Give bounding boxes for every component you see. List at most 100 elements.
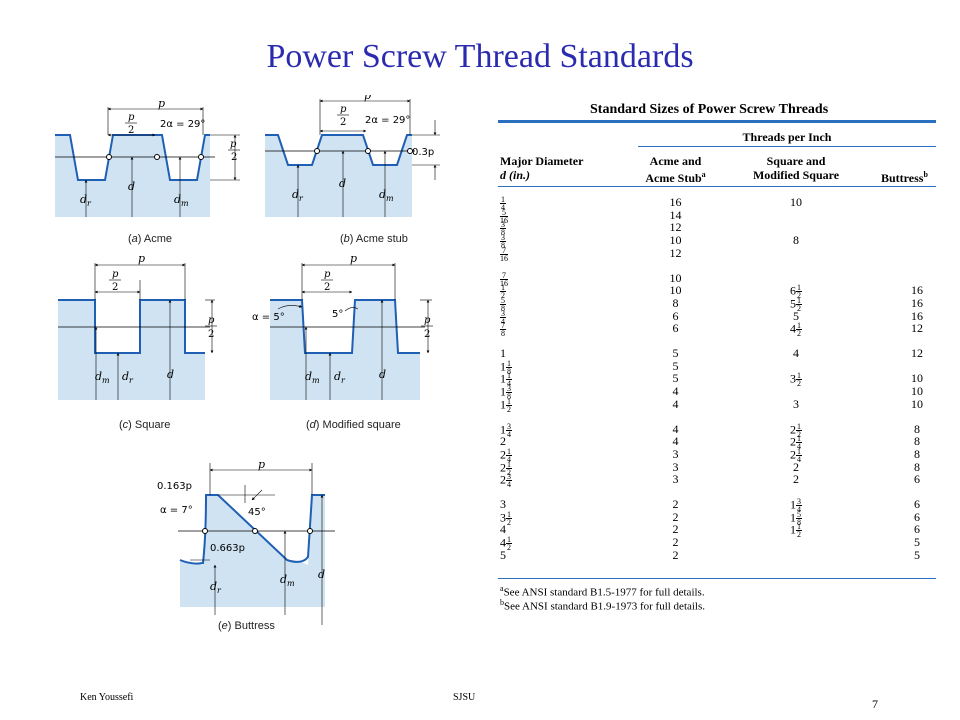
svg-text:d: d [305, 370, 312, 383]
table-cell-acme: 6 [672, 308, 679, 323]
table-cell-acme: 10 [669, 283, 682, 298]
svg-text:p: p [350, 252, 357, 265]
svg-text:d: d [292, 188, 299, 201]
table-cell-buttress: 10 [911, 384, 923, 399]
alpha-5-label: α = 5° [252, 312, 285, 323]
svg-text:r: r [87, 199, 92, 208]
svg-text:2: 2 [324, 282, 330, 293]
acme-profile: p p 2 2α = 29° p 2 d d r d m [55, 97, 240, 217]
svg-text:r: r [341, 376, 346, 385]
table-cell-square: 10 [790, 195, 802, 209]
svg-text:2: 2 [231, 152, 237, 163]
table-cell-acme: 12 [669, 245, 682, 260]
table-cell-acme: 8 [672, 295, 679, 310]
caption-square: (c) Square [119, 419, 171, 431]
table-cell-buttress: 16 [911, 308, 923, 323]
table-cell-buttress: 8 [914, 446, 920, 461]
svg-text:d: d [95, 370, 102, 383]
svg-text:2: 2 [340, 117, 346, 128]
table-cell-buttress: 16 [911, 295, 923, 310]
table-cell-buttress: 12 [911, 346, 923, 360]
svg-text:p: p [208, 315, 215, 326]
svg-text:r: r [299, 194, 304, 203]
svg-text:d: d [167, 368, 174, 381]
table-cell-buttress: 10 [911, 396, 923, 411]
svg-text:r: r [217, 586, 222, 595]
alpha-7-label: α = 7° [160, 505, 193, 516]
svg-text:m: m [181, 199, 189, 208]
table-cell-buttress: 6 [914, 509, 920, 524]
thread-profiles-diagram: p p 2 2α = 29° p 2 d d r d m p p 2 [55, 95, 440, 625]
svg-text:m: m [102, 376, 110, 385]
table-cell-acme: 12 [669, 220, 682, 235]
table-cell-buttress: 8 [914, 421, 920, 436]
buttress-profile: p 0.163p α = 7° 45° 0.663p d r d m d [157, 458, 335, 625]
table-cell-acme: 5 [672, 371, 679, 386]
footnote-a: aSee ANSI standard B1.5-1977 for full de… [500, 584, 705, 599]
footer-org: SJSU [453, 692, 476, 703]
svg-text:p: p [364, 95, 371, 102]
table-cell-acme: 3 [672, 459, 679, 474]
table-cell-acme: 2 [672, 535, 679, 550]
caption-acme: (a) Acme [128, 233, 173, 245]
svg-text:m: m [287, 579, 295, 588]
footer-author: Ken Youssefi [80, 692, 134, 703]
svg-text:d: d [280, 573, 287, 586]
col-buttress: Buttressb [881, 170, 928, 185]
square-profile: p p 2 p 2 d m d r d [58, 252, 217, 400]
footnote-b: bSee ANSI standard B1.9-1973 for full de… [500, 598, 706, 613]
table-cell-d: 3 [500, 497, 506, 511]
svg-text:r: r [129, 376, 134, 385]
svg-text:d: d [379, 368, 386, 381]
table-cell-acme: 10 [669, 233, 682, 248]
table-cell-d: 2 [500, 434, 506, 449]
acme-stub-angle-label: 2α = 29° [365, 115, 410, 126]
svg-text:d: d [334, 370, 341, 383]
page-title: Power Screw Thread Standards [266, 38, 694, 75]
table-cell-buttress: 6 [914, 497, 920, 511]
table-cell-buttress: 16 [911, 283, 923, 298]
caption-buttress: (e) Buttress [218, 620, 275, 632]
table-cell-buttress: 8 [914, 434, 920, 449]
svg-text:p: p [128, 112, 135, 123]
buttress-top-label: 0.163p [157, 481, 192, 492]
svg-text:p: p [424, 315, 431, 326]
svg-text:p: p [324, 269, 331, 280]
table-cell-buttress: 6 [914, 522, 920, 537]
svg-text:d: d [379, 188, 386, 201]
svg-text:2: 2 [424, 329, 430, 340]
svg-text:d: d [318, 568, 325, 581]
table-cell-acme: 14 [669, 207, 682, 222]
table-cell-acme: 2 [672, 522, 679, 537]
table-cell-acme: 2 [672, 509, 679, 524]
svg-text:p: p [230, 139, 237, 150]
table-cell-acme: 16 [669, 195, 682, 209]
svg-text:d: d [80, 193, 87, 206]
threads-per-inch-header: Threads per Inch [742, 130, 832, 144]
acme-angle-label: 2α = 29° [160, 119, 205, 130]
table-cell-acme: 2 [672, 497, 679, 511]
table-cell-acme: 4 [672, 384, 679, 399]
table-cell-acme: 2 [672, 547, 679, 562]
svg-text:d: d [339, 177, 346, 190]
